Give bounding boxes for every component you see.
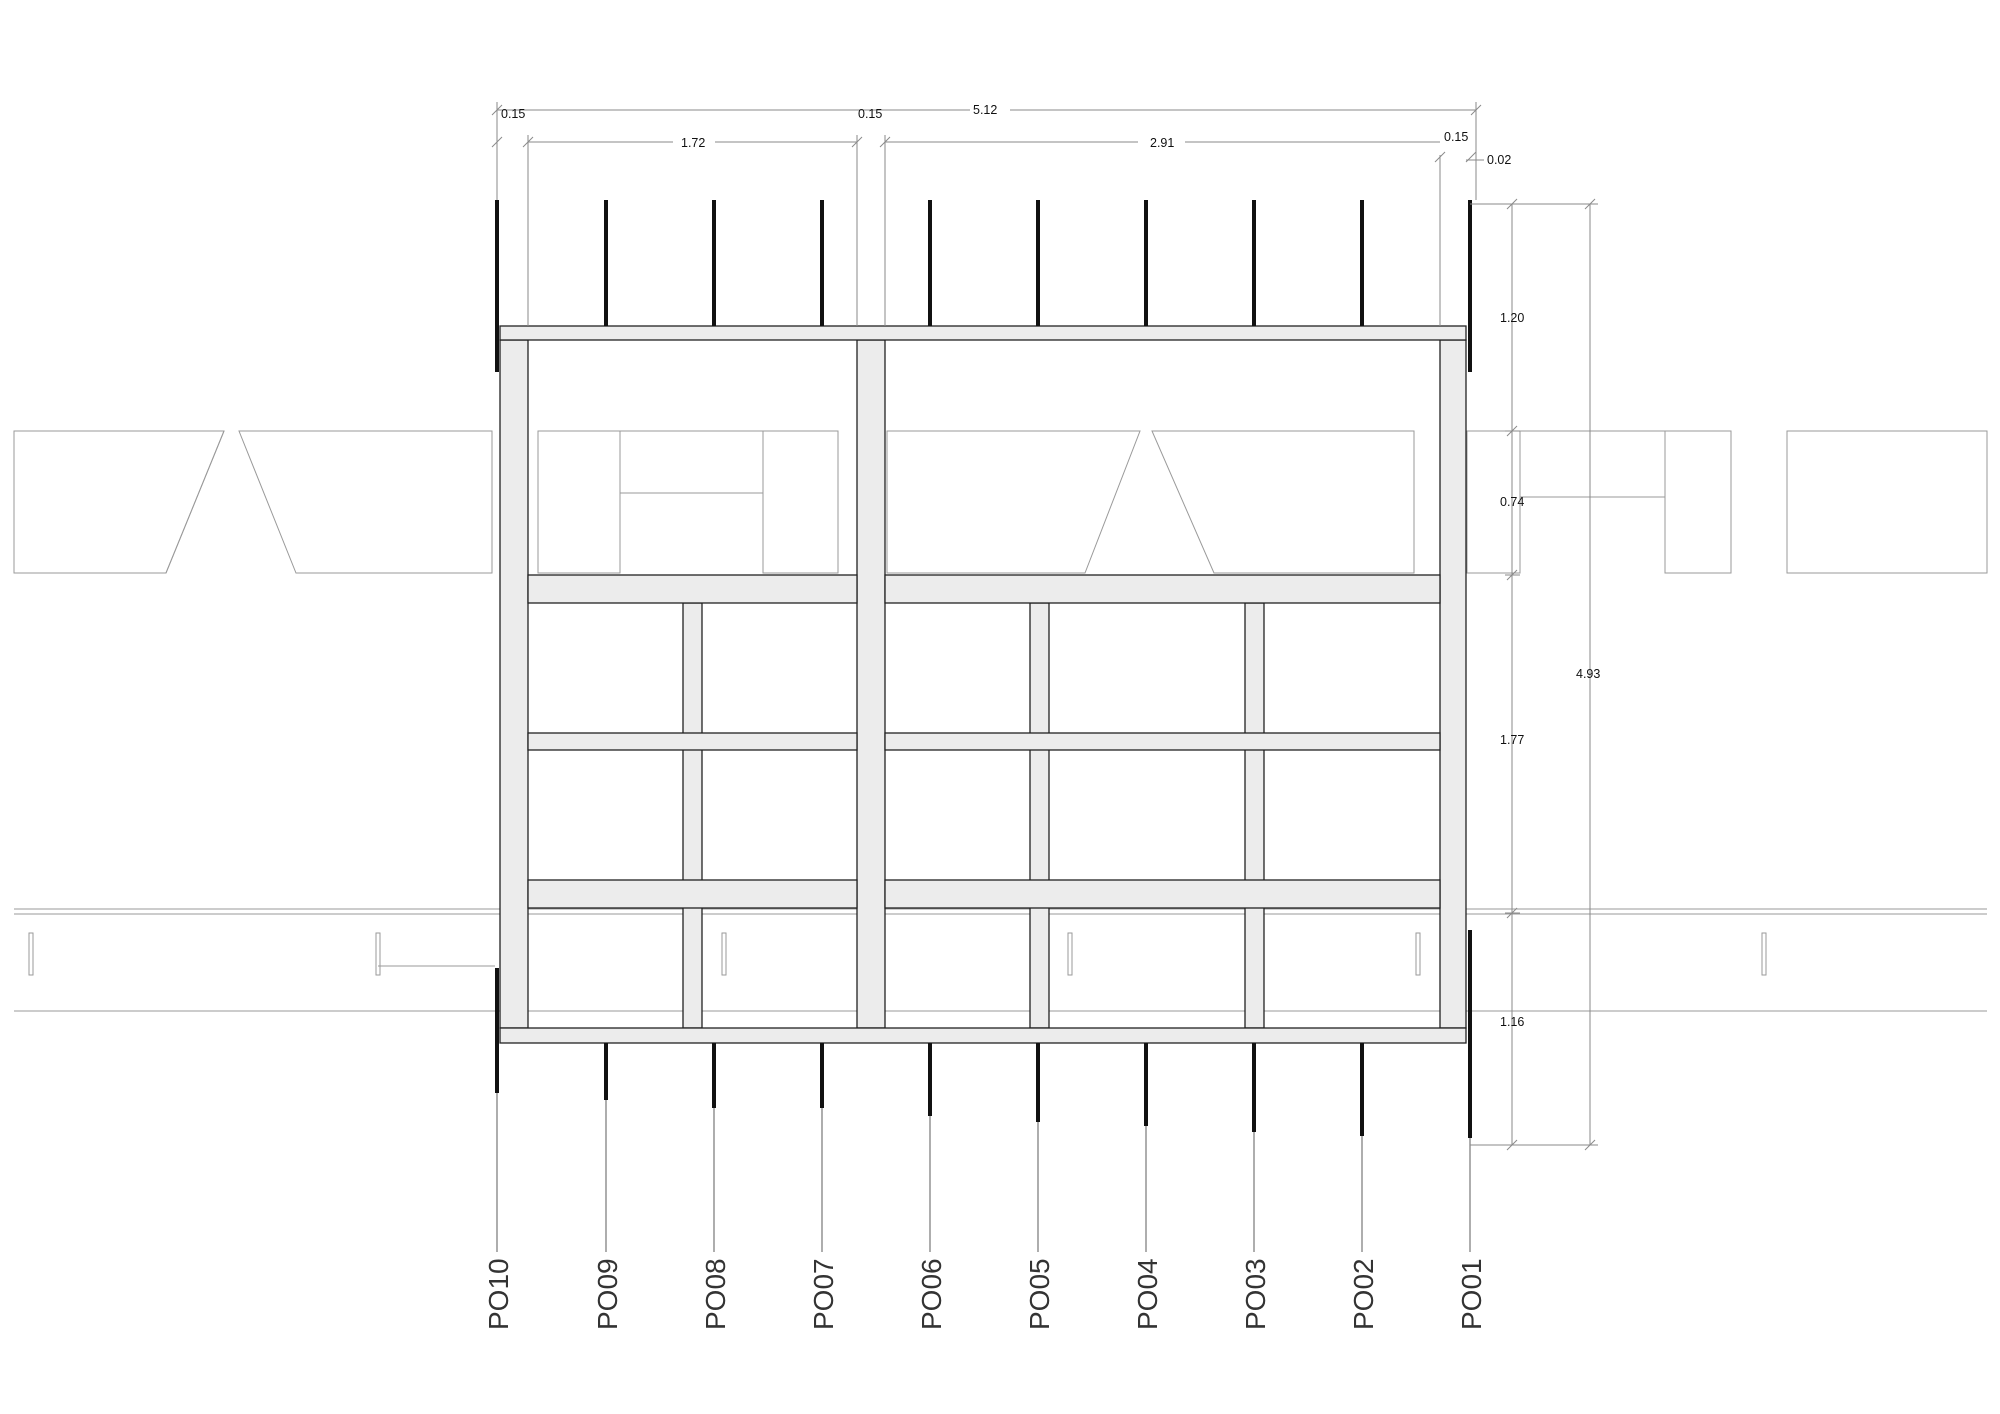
dim-overall-width: 5.12	[973, 103, 997, 117]
ground-hatch-left	[13, 430, 225, 574]
right-dimension-chain: 1.20 0.74 1.77 1.16 4.93	[1470, 198, 1600, 1151]
column-interior-1	[682, 602, 703, 1029]
ground-hatch-left-2	[238, 430, 493, 574]
beam-low-left	[527, 879, 858, 909]
post-label-po02: PO02	[1348, 1258, 1379, 1330]
structural-frame	[499, 325, 1467, 1044]
post-label-po07: PO07	[808, 1258, 839, 1330]
ground-layer	[13, 430, 1988, 574]
post-label-po08: PO08	[700, 1258, 731, 1330]
beam-ground-right	[884, 574, 1441, 604]
dim-right-span: 2.91	[1150, 136, 1174, 150]
beam-mid-left	[527, 732, 858, 751]
column-center	[856, 339, 886, 1029]
ground-edge-left	[14, 430, 225, 574]
dim-ground-height: 0.74	[1500, 495, 1524, 509]
ground-hatch-inner-3	[762, 430, 839, 574]
post-label-po01: PO01	[1456, 1258, 1487, 1330]
post-labels: PO10 PO09 PO08 PO07 PO06 PO05 PO04 PO03 …	[483, 1258, 1487, 1330]
dim-middle-height: 1.77	[1500, 733, 1524, 747]
post-label-po05: PO05	[1024, 1258, 1055, 1330]
dim-right-margin: 0.15	[1444, 130, 1468, 144]
column-left	[499, 339, 529, 1029]
dim-overall-height: 4.93	[1576, 667, 1600, 681]
top-dimension-chain: 5.12 1.72 2.91 0.15 0.15 0.15 0.02	[491, 102, 1511, 326]
dim-upper-height: 1.20	[1500, 311, 1524, 325]
road-lines	[14, 908, 1987, 1012]
ground-hatch-right-4	[1786, 430, 1988, 574]
post-leaders	[496, 1093, 1471, 1252]
ground-hatch-inner-4	[886, 430, 1141, 574]
beam-bottom	[499, 1027, 1467, 1044]
rebar-bottom	[495, 930, 1472, 1138]
guardrail-posts	[28, 932, 1767, 976]
ground-hatch-inner-5	[1151, 430, 1415, 574]
dim-left-span: 1.72	[681, 136, 705, 150]
column-right	[1439, 339, 1467, 1029]
ground-hatch-inner-2	[619, 430, 764, 494]
post-label-po04: PO04	[1132, 1258, 1163, 1330]
post-label-po06: PO06	[916, 1258, 947, 1330]
dim-lower-height: 1.16	[1500, 1015, 1524, 1029]
column-interior-2	[1029, 602, 1050, 1029]
rebar-top	[495, 200, 1472, 372]
column-interior-3	[1244, 602, 1265, 1029]
beam-mid-right	[884, 732, 1441, 751]
post-label-po10: PO10	[483, 1258, 514, 1330]
dim-middle: 0.15	[858, 107, 882, 121]
dim-edge: 0.02	[1487, 153, 1511, 167]
ground-hatch-inner-1	[537, 430, 621, 574]
post-label-po09: PO09	[592, 1258, 623, 1330]
ground-hatch-right-1	[1466, 430, 1521, 574]
beam-low-right	[884, 879, 1441, 909]
ground-hatch-right-2	[1519, 430, 1666, 498]
beam-top	[499, 325, 1467, 341]
dim-left-margin: 0.15	[501, 107, 525, 121]
beam-ground-left	[527, 574, 858, 604]
ground-hatch-right-3	[1664, 430, 1732, 574]
post-label-po03: PO03	[1240, 1258, 1271, 1330]
